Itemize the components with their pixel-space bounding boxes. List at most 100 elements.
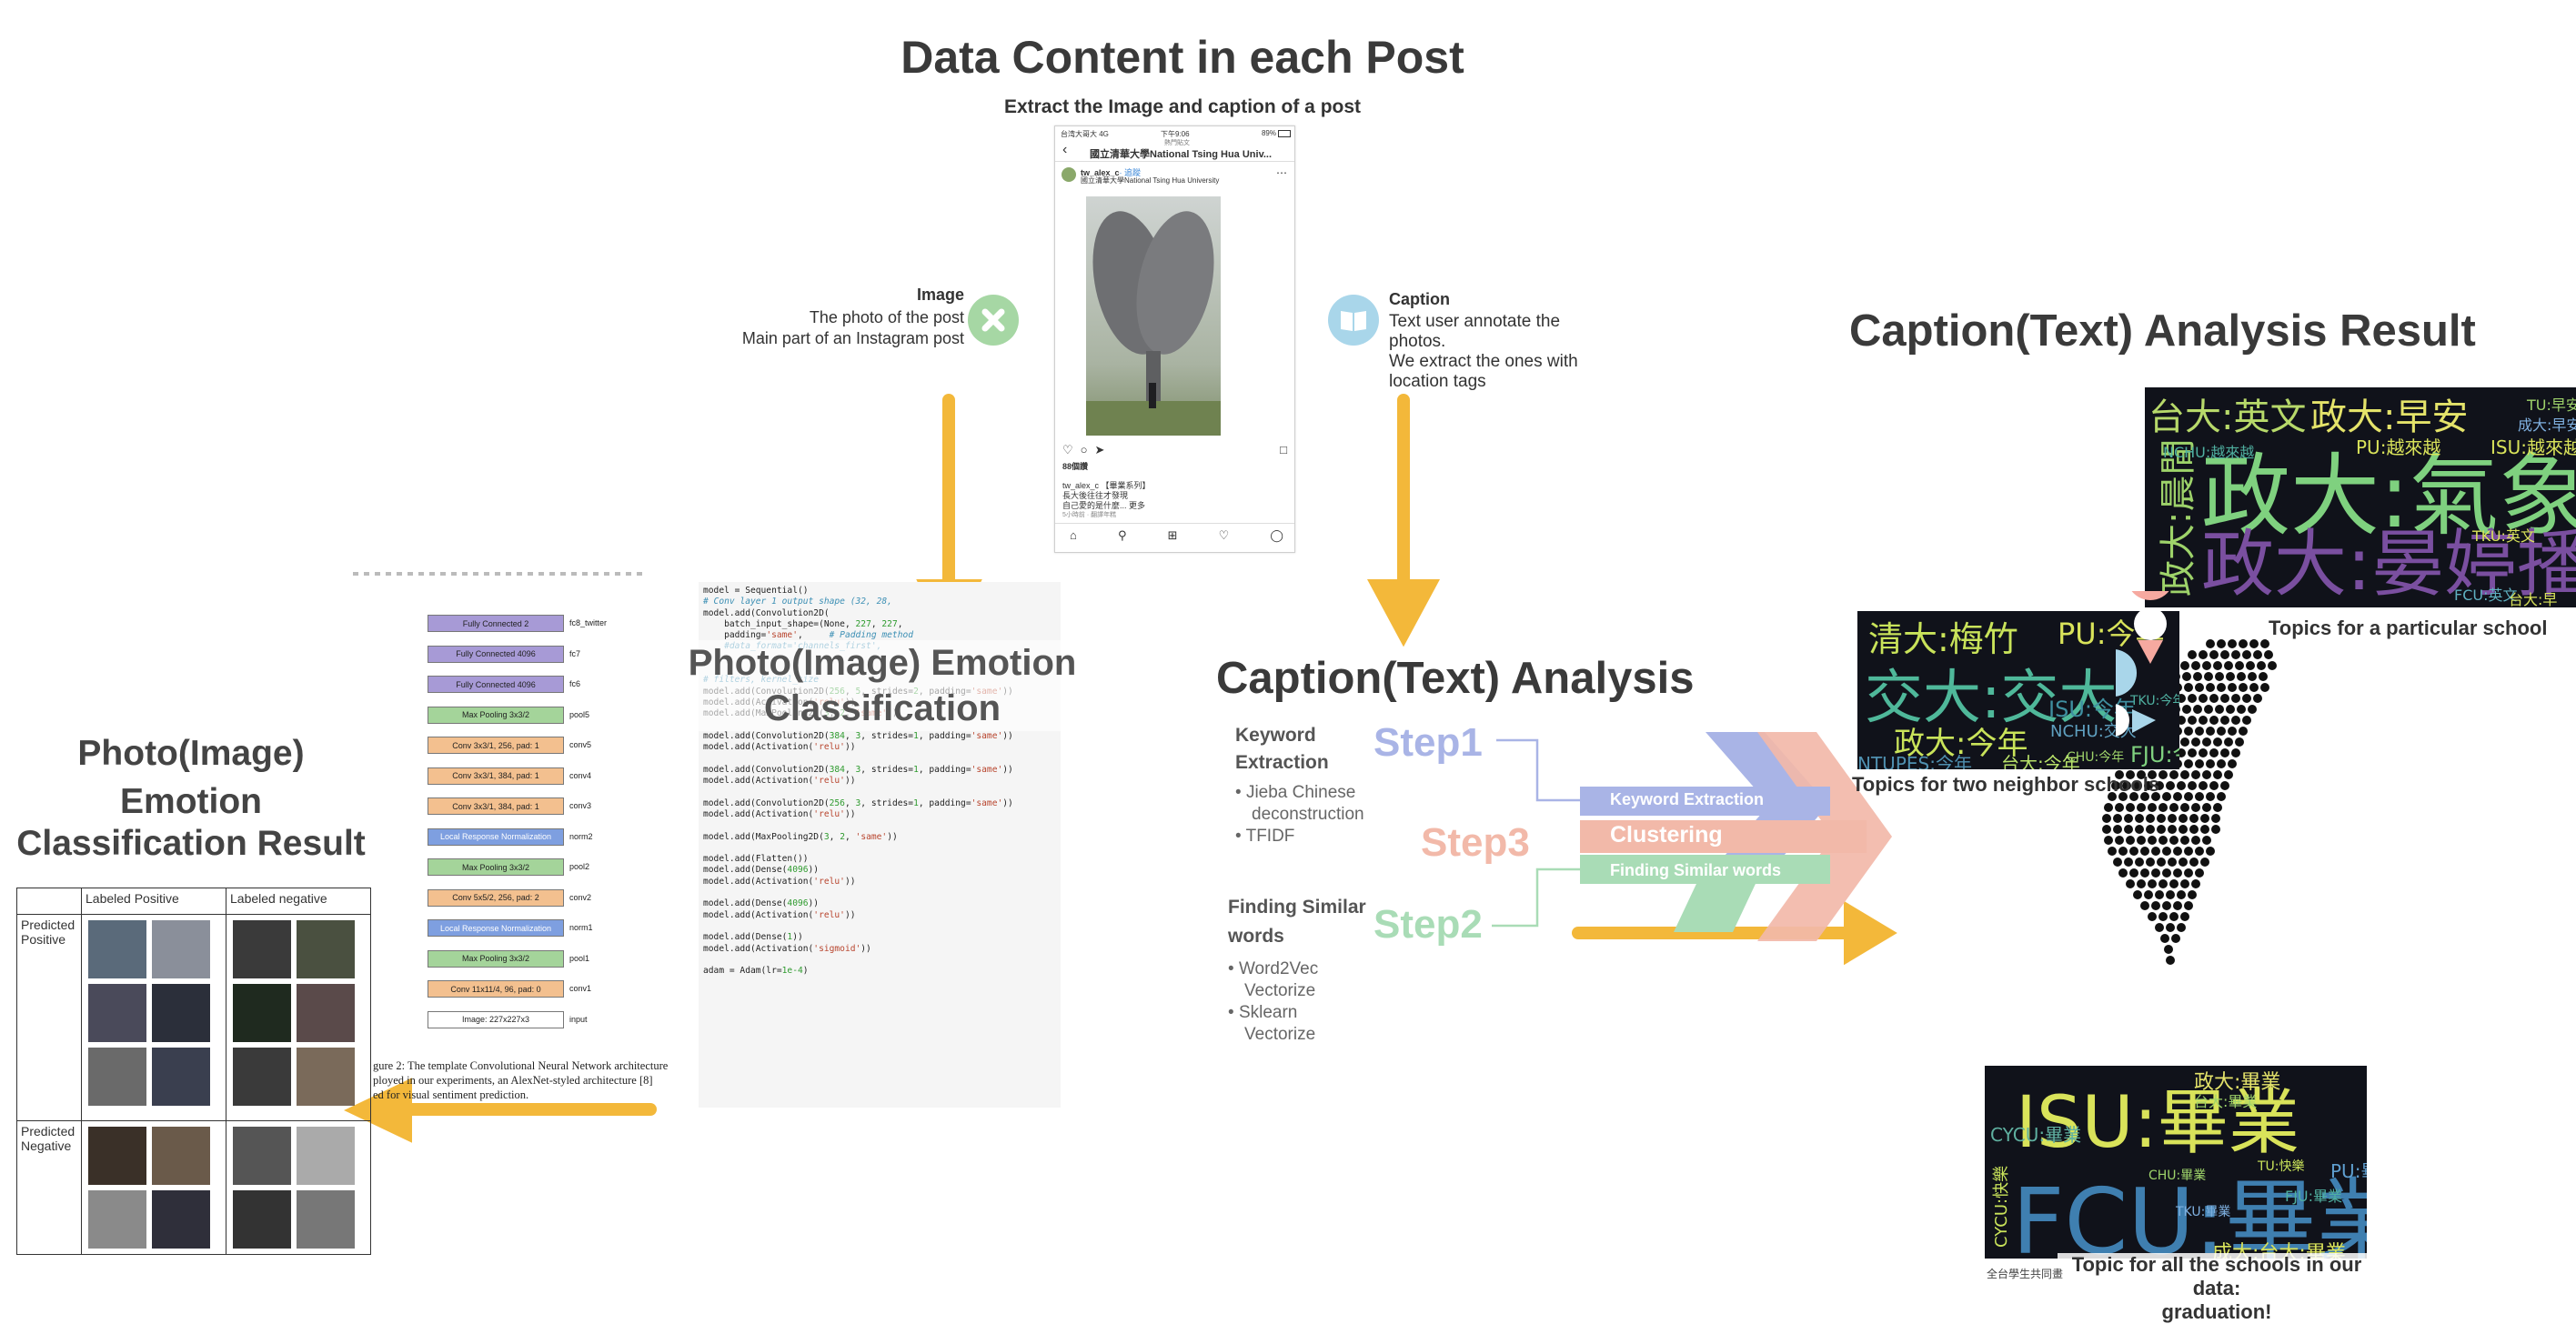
cnn-layer-tag: conv1 <box>569 984 592 993</box>
similar-words-block: Finding Similar words • Word2Vec Vectori… <box>1228 893 1410 1046</box>
cnn-layer-box: Fully Connected 4096 <box>428 645 564 663</box>
cnn-layer-box: Fully Connected 4096 <box>428 676 564 693</box>
book-icon <box>1341 311 1366 331</box>
cloud-footer-note: 全台學生共同畫 <box>1987 1268 2064 1280</box>
cnn-layer-box: Fully Connected 2 <box>428 615 564 632</box>
cnn-layer-tag: fc8_twitter <box>569 618 608 627</box>
cnn-layer-tag: conv5 <box>569 740 592 749</box>
search-icon[interactable]: ⚲ <box>1117 528 1127 542</box>
word-cloud-term: 政大:晏婷播 <box>2201 522 2576 607</box>
caption-label-title: Caption <box>1389 290 1450 308</box>
similar-title-1: Finding Similar <box>1228 897 1366 918</box>
cnn-layer-box: Conv 11x11/4, 96, pad: 0 <box>428 980 564 998</box>
topic-neighbor-schools: Topics for two neighbor schools <box>1852 773 2160 796</box>
post-action-icons[interactable]: ♡○➤ <box>1062 443 1112 456</box>
more-dots-icon[interactable]: ⋯ <box>1276 166 1287 179</box>
cnn-layer-box: Max Pooling 3x3/2 <box>428 949 564 968</box>
cnn-layer-tag: pool1 <box>569 953 590 963</box>
battery-icon <box>1278 130 1291 137</box>
result-title: Photo(Image) Emotion Classification Resu… <box>0 727 382 863</box>
word-cloud-term: PU:畢業 <box>2330 1160 2367 1182</box>
add-icon[interactable]: ⊞ <box>1167 528 1178 542</box>
caption-analysis-title: Caption(Text) Analysis <box>1216 654 1695 703</box>
home-icon[interactable]: ⌂ <box>1070 528 1077 542</box>
heart-icon[interactable]: ♡ <box>1218 528 1230 542</box>
cnn-layer-box: Max Pooling 3x3/2 <box>428 858 564 876</box>
word-cloud-term: TU:快樂 <box>2258 1159 2305 1174</box>
word-cloud-term: FCU:畢業 <box>2012 1169 2367 1259</box>
figure-caption-line3: ed for visual sentiment prediction. <box>373 1088 529 1101</box>
word-cloud-term: CHU:今年 <box>2067 750 2125 765</box>
confusion-table: Labeled Positive Labeled negative Predic… <box>16 888 371 1255</box>
word-cloud-term: FJU:畢業 <box>2285 1188 2343 1205</box>
word-cloud-term: NCHU:越來越 <box>2163 444 2255 461</box>
word-cloud-term: 政大:晨間 <box>2158 438 2199 597</box>
result-title-line1: Photo(Image) <box>77 734 305 773</box>
cnn-layer-tag: conv2 <box>569 892 592 902</box>
figure-caption-line2: ployed in our experiments, an AlexNet-st… <box>373 1074 653 1087</box>
word-cloud-term: 政大:氣象 <box>2201 445 2576 548</box>
word-cloud-term: PU:越來越 <box>2356 436 2441 458</box>
cnn-layer-box: Conv 3x3/1, 384, pad: 1 <box>428 797 564 815</box>
word-cloud-term: FCU:英文 <box>2454 587 2518 604</box>
post-caption-3: 自己愛的是什麼... 更多 <box>1062 501 1146 510</box>
cnn-layer-tag: fc7 <box>569 648 581 658</box>
post-caption-2: 長大後往往才發現 <box>1062 491 1129 500</box>
nav-subtitle: 熱門貼文 <box>1164 140 1190 146</box>
profile-icon[interactable]: ◯ <box>1270 528 1283 542</box>
result-title-line2: Emotion <box>120 782 262 821</box>
word-cloud-term: 政大:早安 <box>2310 396 2469 438</box>
post-location[interactable]: 國立清華大學National Tsing Hua University <box>1081 176 1220 185</box>
bookmark-icon[interactable]: □ <box>1280 443 1287 456</box>
word-cloud-term: 台大:今年 <box>2001 753 2080 769</box>
photo-classification-title: Photo(Image) Emotion Classification <box>664 640 1101 731</box>
image-label-line2: Main part of an Instagram post <box>741 329 964 347</box>
cnn-layer-tag: norm2 <box>569 831 593 841</box>
caption-label-line3: We extract the ones with <box>1389 352 1578 371</box>
topic-all-line1: Topic for all the schools in our data: <box>2071 1253 2362 1299</box>
cell-np <box>81 1120 226 1255</box>
avatar[interactable] <box>1062 167 1076 182</box>
cnn-layer-box: Conv 3x3/1, 384, pad: 1 <box>428 767 564 785</box>
word-cloud-term: 政大:畢業 <box>2194 1071 2281 1094</box>
similar-bullet-1b: Vectorize <box>1244 981 1316 1000</box>
row-header-negative: Predicted Negative <box>16 1120 82 1255</box>
similar-bullet-2b: Vectorize <box>1244 1025 1316 1044</box>
keyword-title-1: Keyword <box>1235 725 1316 746</box>
result-title-line3: Classification Result <box>16 824 366 863</box>
page-title: Data Content in each Post <box>901 32 1464 83</box>
image-label-title: Image <box>916 286 964 304</box>
post-likes: 88個讚 <box>1062 462 1089 471</box>
word-cloud-term: TU:早安 <box>2527 396 2576 414</box>
word-cloud-term: 交大:交大 <box>1865 665 2118 732</box>
instagram-post-screenshot: 台湾大哥大 4G 下午9:06 89% 熱門貼文 ‹ 國立清華大學Nationa… <box>1054 125 1295 553</box>
topic-all-line2: graduation! <box>2161 1300 2272 1323</box>
caption-label-line1: Text user annotate the <box>1389 312 1561 331</box>
cnn-figure-header <box>353 572 644 576</box>
word-cloud-neighbor-schools: 清大:梅竹PU:今年交大:交大ISU:今年政大:今年NCHU:交大FJU:今年N… <box>1857 611 2179 769</box>
keyword-bullet-1: • Jieba Chinese <box>1235 783 1356 802</box>
cnn-layer-tag: conv3 <box>569 801 592 810</box>
step3-label: Step3 <box>1421 820 1530 865</box>
step1-label: Step1 <box>1374 720 1483 765</box>
figure-caption-line1: gure 2: The template Convolutional Neura… <box>373 1059 669 1072</box>
word-cloud-term: 台大:畢業 <box>2194 1093 2258 1110</box>
post-photo <box>1086 196 1221 436</box>
page-subtitle: Extract the Image and caption of a post <box>1003 96 1362 117</box>
post-username[interactable]: tw_alex_c· 追蹤 <box>1081 168 1142 177</box>
cnn-layer-box: Conv 5x5/2, 256, pad: 2 <box>428 888 564 907</box>
tab-bar[interactable]: ⌂ ⚲ ⊞ ♡ ◯ <box>1070 528 1283 543</box>
cnn-layer-box: Max Pooling 3x3/2 <box>428 706 564 724</box>
cell-nn <box>226 1120 371 1255</box>
cnn-layer-tag: fc6 <box>569 679 581 688</box>
cnn-layer-box: Local Response Normalization <box>428 919 564 937</box>
nav-title: 國立清華大學National Tsing Hua Univ... <box>1090 149 1273 160</box>
image-label: Image The photo of the post Main part of… <box>691 286 964 348</box>
word-cloud-term: ISU:畢業 <box>2016 1082 2299 1164</box>
figure-caption: gure 2: The template Convolutional Neura… <box>373 1058 675 1102</box>
step2-label: Step2 <box>1374 902 1483 947</box>
cnn-layer-tag: norm1 <box>569 923 593 932</box>
chevron-left-icon[interactable]: ‹ <box>1062 142 1068 157</box>
